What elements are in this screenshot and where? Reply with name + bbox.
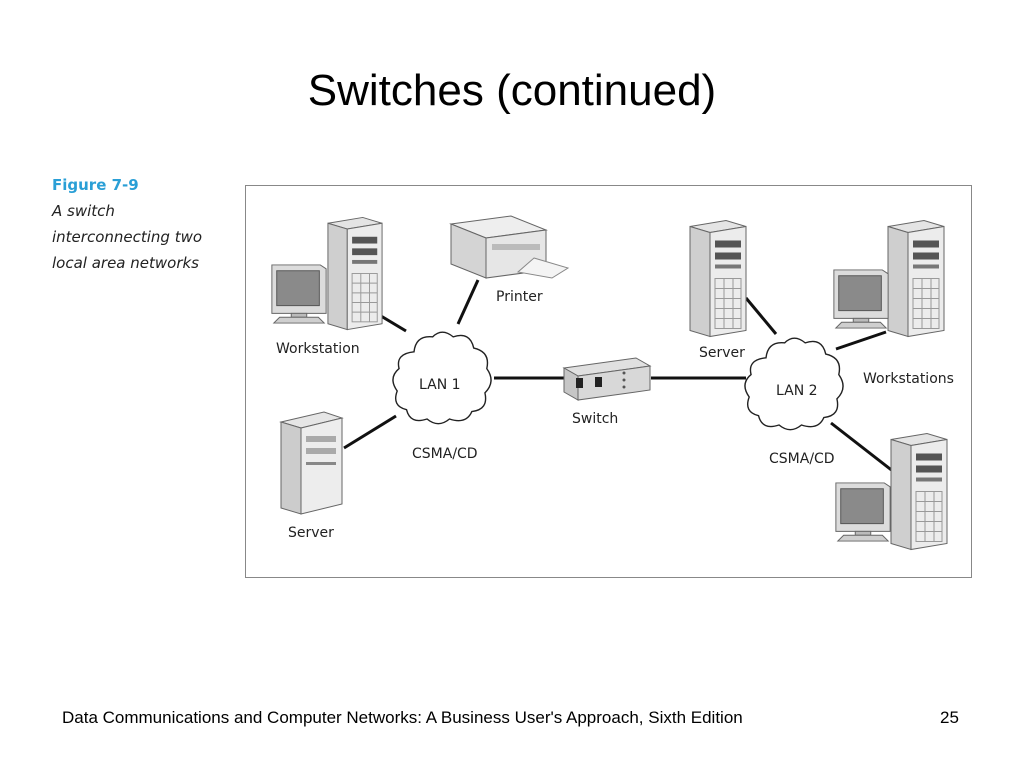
workstation-tower-icon <box>887 219 945 338</box>
printer-label: Printer <box>496 289 543 305</box>
workstation-tower-icon <box>890 432 948 551</box>
printer-device: Printer <box>449 215 570 305</box>
figure-caption: Figure 7-9 A switch interconnecting two … <box>52 176 232 276</box>
caption-line: local area networks <box>52 254 199 272</box>
lan1-protocol-label: CSMA/CD <box>412 446 478 462</box>
connection-lines <box>343 279 895 474</box>
workstation-monitor-icon <box>835 482 891 542</box>
workstations-group: Workstations <box>833 219 954 551</box>
lan1-label: LAN 1 <box>419 377 461 393</box>
switch-icon <box>562 357 652 401</box>
switch-label: Switch <box>572 411 618 427</box>
switch-device: Switch <box>562 357 652 427</box>
network-diagram: Workstation Printer Server <box>245 185 972 578</box>
slide-title: Switches (continued) <box>307 66 717 115</box>
server-right-label: Server <box>699 345 745 361</box>
footer-text: Data Communications and Computer Network… <box>62 708 743 727</box>
lan1-network: LAN 1 CSMA/CD <box>392 331 492 462</box>
page-number: 25 <box>940 708 959 727</box>
lan2-label: LAN 2 <box>776 383 818 399</box>
server-right-device: Server <box>689 219 747 361</box>
workstation-monitor-icon <box>271 264 327 324</box>
caption-line: interconnecting two <box>52 228 203 246</box>
figure-number: Figure 7-9 <box>52 176 139 194</box>
printer-icon <box>449 215 570 279</box>
workstation-device: Workstation <box>271 216 383 357</box>
server-left-device: Server <box>279 411 344 541</box>
workstation-tower-icon <box>327 216 383 331</box>
lan2-network: LAN 2 CSMA/CD <box>744 337 844 467</box>
server-right-tower-icon <box>689 219 747 338</box>
workstation-monitor-icon <box>833 269 889 329</box>
lan2-protocol-label: CSMA/CD <box>769 451 835 467</box>
figure-description: A switch interconnecting two local area … <box>52 198 232 276</box>
workstation-label: Workstation <box>276 341 360 357</box>
server-left-label: Server <box>288 525 334 541</box>
workstations-label: Workstations <box>863 371 954 387</box>
caption-line: A switch <box>52 202 115 220</box>
server-tower-icon <box>279 411 344 515</box>
